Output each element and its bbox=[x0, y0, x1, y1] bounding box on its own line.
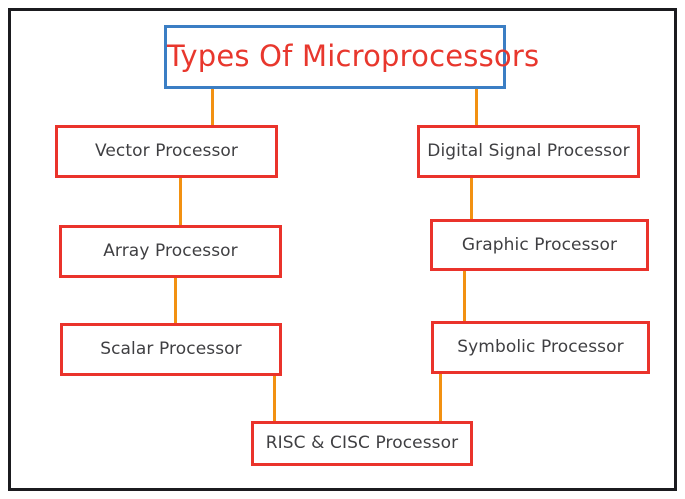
node-root-label: Types Of Microprocessors bbox=[167, 39, 540, 74]
node-scalar-processor[interactable]: Scalar Processor bbox=[60, 323, 282, 376]
diagram-frame: Types Of Microprocessors Vector Processo… bbox=[8, 8, 677, 491]
node-array-processor[interactable]: Array Processor bbox=[59, 225, 282, 278]
node-digital-signal-processor-label: Digital Signal Processor bbox=[427, 141, 630, 162]
node-graphic-processor[interactable]: Graphic Processor bbox=[430, 219, 649, 271]
node-vector-processor[interactable]: Vector Processor bbox=[55, 125, 278, 178]
node-symbolic-processor[interactable]: Symbolic Processor bbox=[431, 321, 650, 374]
connector-symbolic-to-risc-cisc bbox=[439, 373, 442, 423]
node-scalar-processor-label: Scalar Processor bbox=[100, 339, 242, 360]
connector-array-to-scalar bbox=[174, 275, 177, 327]
connector-root-to-digital-signal bbox=[475, 89, 478, 136]
connector-vector-to-array bbox=[179, 177, 182, 229]
node-array-processor-label: Array Processor bbox=[103, 241, 238, 262]
node-digital-signal-processor[interactable]: Digital Signal Processor bbox=[417, 125, 640, 178]
node-risc-cisc-processor[interactable]: RISC & CISC Processor bbox=[251, 421, 473, 466]
connector-scalar-to-risc-cisc bbox=[273, 373, 276, 423]
connector-root-to-vector bbox=[211, 89, 214, 136]
node-root-types-of-microprocessors[interactable]: Types Of Microprocessors bbox=[164, 25, 540, 89]
node-vector-processor-label: Vector Processor bbox=[94, 141, 239, 162]
connector-digital-signal-to-graphic bbox=[470, 177, 473, 229]
node-risc-cisc-processor-label: RISC & CISC Processor bbox=[265, 433, 459, 454]
node-graphic-processor-label: Graphic Processor bbox=[461, 234, 618, 255]
connector-graphic-to-symbolic bbox=[463, 270, 466, 322]
node-symbolic-processor-label: Symbolic Processor bbox=[457, 337, 624, 358]
